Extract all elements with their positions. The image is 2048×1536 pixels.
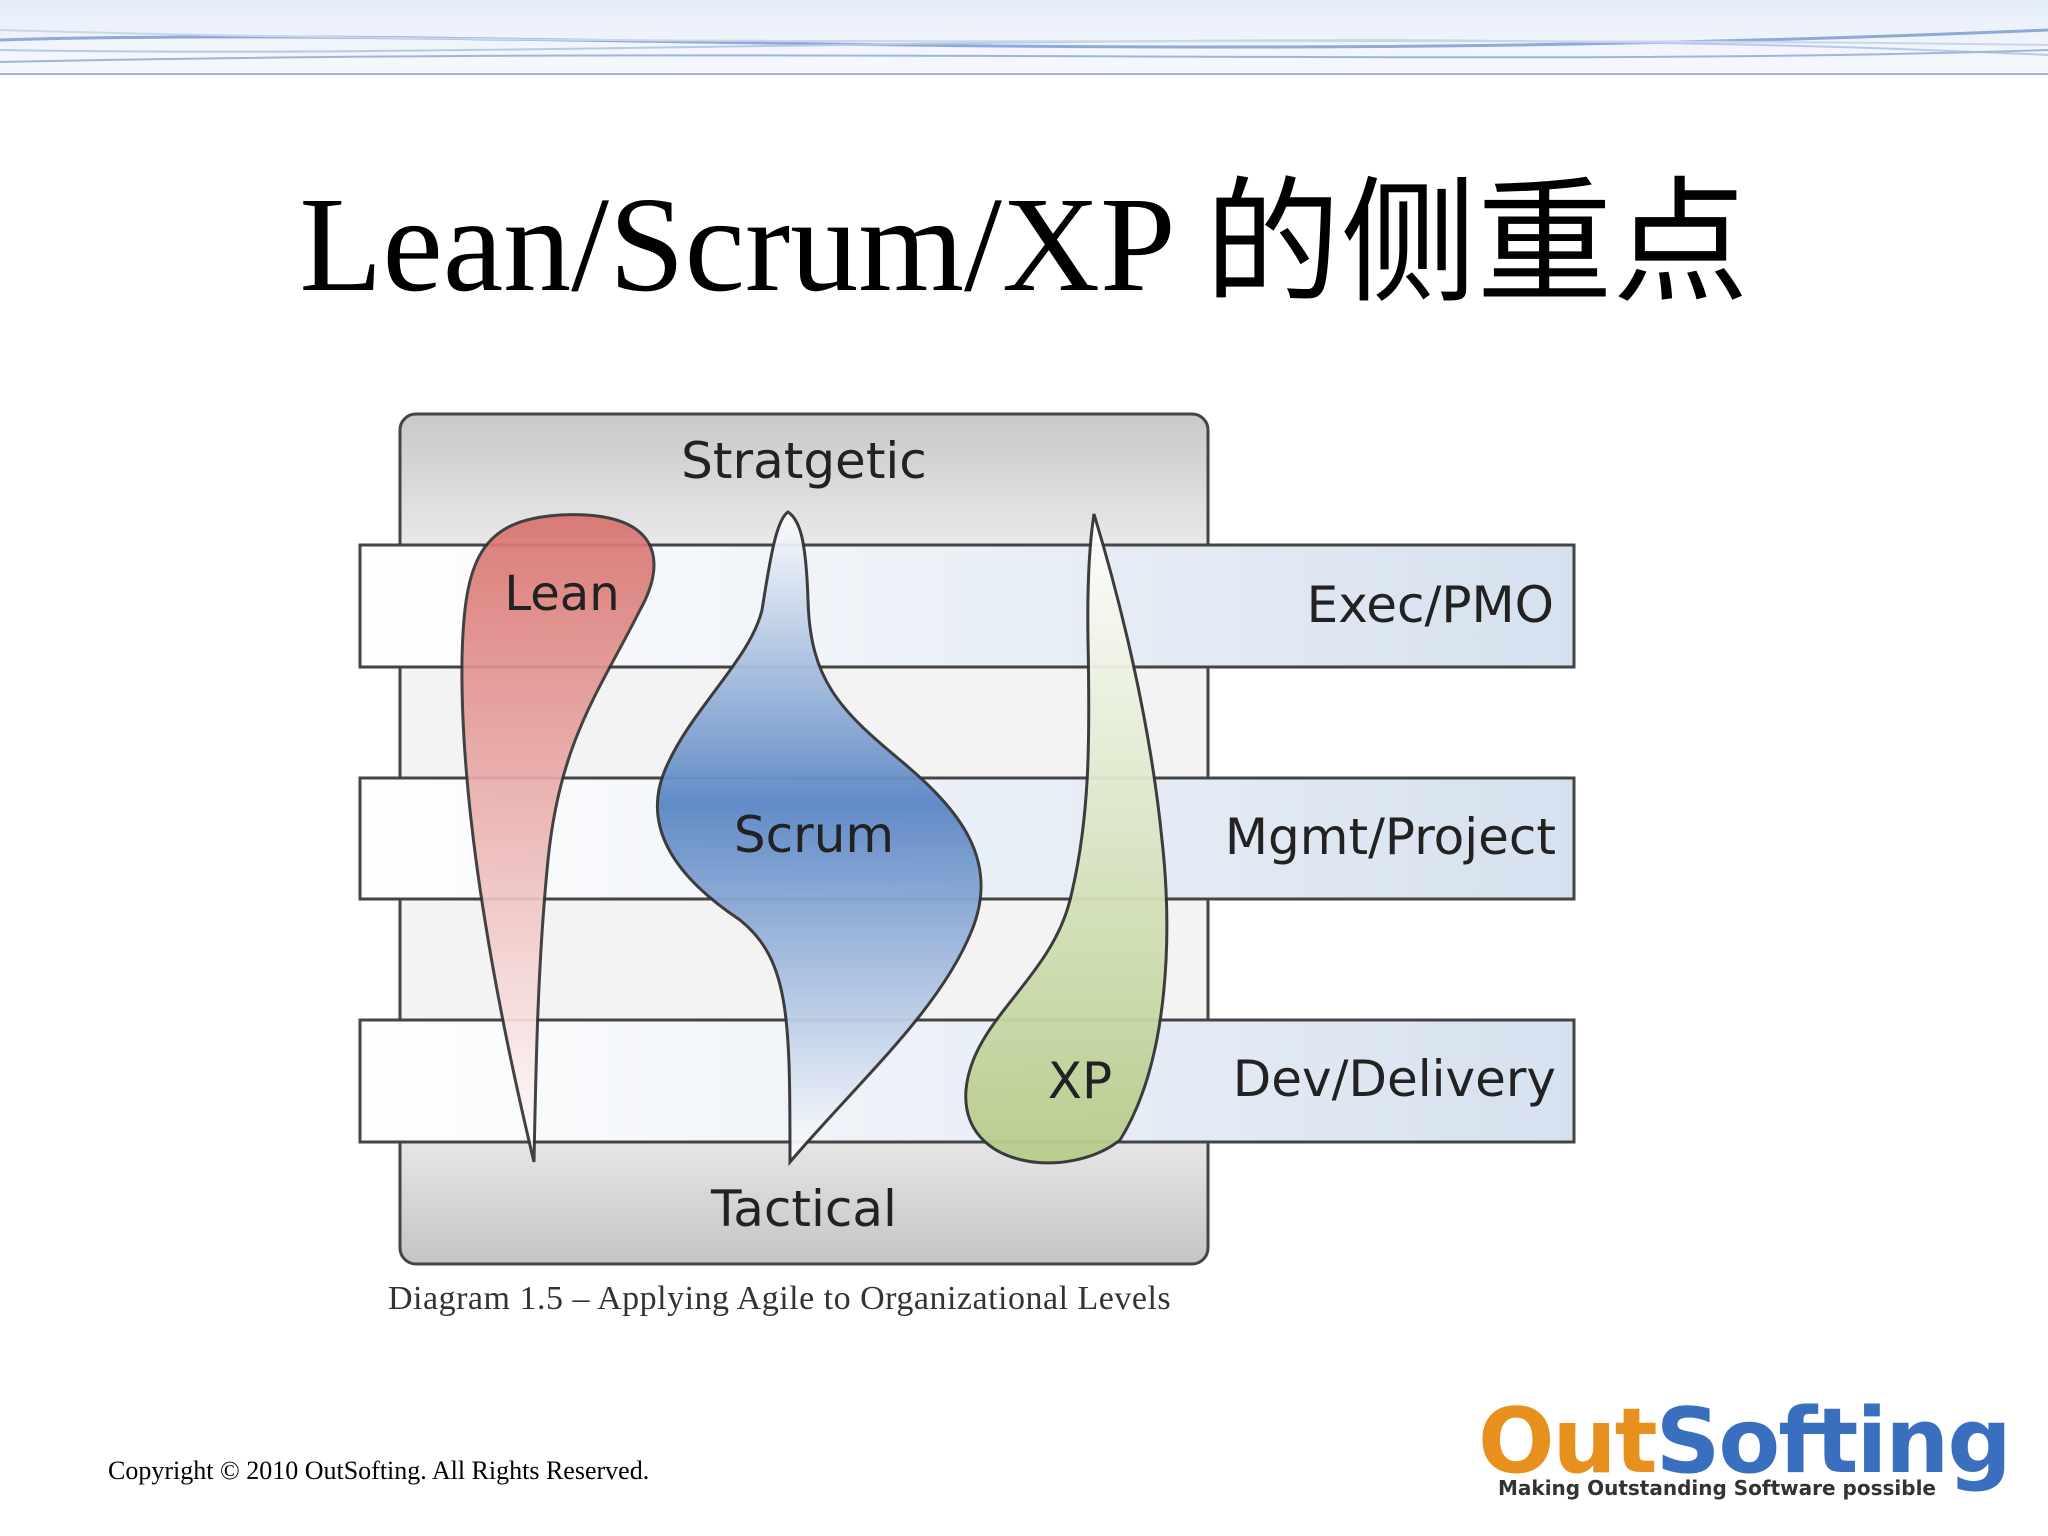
logo-wordmark: OutSofting [1478,1389,2012,1494]
header-decoration [0,0,2048,75]
xp-shape [964,513,1169,1165]
diagram-caption: Diagram 1.5 – Applying Agile to Organiza… [388,1280,1172,1317]
lean-label: Lean [504,566,619,622]
logo-name-part2: Softing [1655,1389,2012,1494]
copyright-text: Copyright © 2010 OutSofting. All Rights … [108,1456,650,1485]
logo-tagline: Making Outstanding Software possible [1498,1476,1936,1500]
top-label: Stratgetic [681,432,927,490]
lean-shape [460,513,656,1163]
level-label-mgmt: Mgmt/Project [1225,808,1556,866]
slide-title: Lean/Scrum/XP 的侧重点 [299,170,1749,320]
scrum-label: Scrum [734,806,894,864]
level-label-exec: Exec/PMO [1307,576,1554,634]
outsofting-logo: OutSofting Making Outstanding Software p… [1478,1392,2012,1508]
scrum-shape [655,510,983,1167]
logo-name-part1: Out [1478,1389,1658,1494]
xp-label: XP [1048,1052,1112,1110]
bottom-label: Tactical [710,1180,897,1238]
level-label-dev: Dev/Delivery [1233,1050,1556,1108]
